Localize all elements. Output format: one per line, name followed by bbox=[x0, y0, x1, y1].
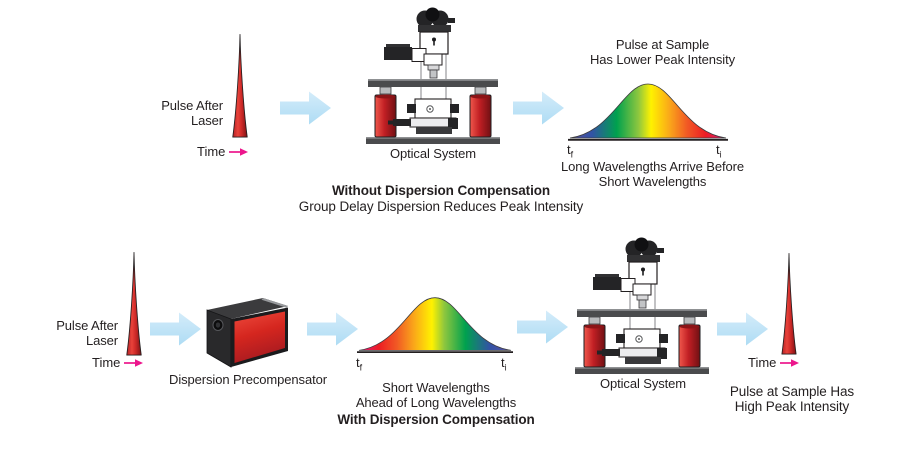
time-arrow-icon bbox=[779, 358, 799, 368]
time-axis: Time bbox=[92, 355, 143, 370]
without-compensation-heading: Without Dispersion Compensation Group De… bbox=[298, 183, 584, 214]
optical-system-illustration bbox=[366, 6, 500, 146]
time-arrow-icon bbox=[123, 358, 143, 368]
dispersion-precompensator-illustration bbox=[200, 293, 294, 371]
time-final-tick: tf bbox=[567, 142, 574, 160]
flow-arrow-icon bbox=[307, 311, 359, 347]
pulse-after-laser-label: Pulse After Laser bbox=[161, 98, 223, 128]
optical-system-illustration bbox=[575, 236, 709, 376]
time-axis: Time bbox=[748, 355, 799, 370]
time-axis: Time bbox=[197, 144, 248, 159]
time-label: Time bbox=[748, 355, 777, 370]
flow-arrow-icon bbox=[280, 90, 332, 126]
dispersion-precompensator-label: Dispersion Precompensator bbox=[169, 372, 327, 387]
pulse-at-sample-label: Pulse at Sample Has High Peak Intensity bbox=[729, 384, 855, 415]
time-label: Time bbox=[197, 144, 226, 159]
laser-pulse-spike bbox=[776, 252, 802, 356]
wavelength-order-note: Short Wavelengths Ahead of Long Waveleng… bbox=[355, 380, 517, 410]
laser-pulse-spike bbox=[121, 251, 147, 357]
flow-arrow-icon bbox=[150, 311, 202, 347]
time-arrow-icon bbox=[228, 147, 248, 157]
time-initial-tick: ti bbox=[501, 355, 507, 373]
optical-system-label: Optical System bbox=[599, 376, 686, 391]
with-compensation-heading: With Dispersion Compensation bbox=[337, 412, 535, 427]
flow-arrow-icon bbox=[517, 309, 569, 345]
pulse-after-laser-label: Pulse After Laser bbox=[56, 318, 118, 348]
pulse-at-sample-label: Pulse at Sample Has Lower Peak Intensity bbox=[589, 37, 735, 67]
precompensated-pulse-spectrum bbox=[357, 294, 513, 356]
time-label: Time bbox=[92, 355, 121, 370]
time-final-tick: tf bbox=[356, 355, 363, 373]
dispersed-pulse-spectrum bbox=[568, 81, 728, 143]
flow-arrow-icon bbox=[717, 311, 769, 347]
optical-system-label: Optical System bbox=[389, 146, 476, 161]
flow-arrow-icon bbox=[513, 90, 565, 126]
time-initial-tick: ti bbox=[716, 142, 722, 160]
wavelength-order-note: Long Wavelengths Arrive Before Short Wav… bbox=[561, 159, 744, 189]
laser-pulse-spike bbox=[227, 33, 253, 139]
